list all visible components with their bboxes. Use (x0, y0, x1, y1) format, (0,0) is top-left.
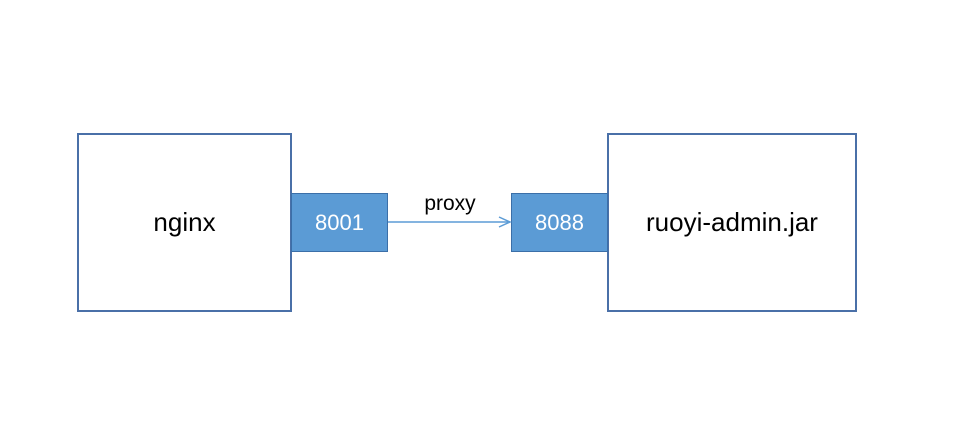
nginx-node: nginx (77, 133, 292, 312)
ruoyi-admin-label: ruoyi-admin.jar (646, 207, 818, 237)
nginx-label: nginx (153, 207, 216, 237)
proxy-arrow-head (498, 216, 512, 228)
source-port-label: 8001 (315, 209, 364, 235)
proxy-edge-label: proxy (424, 192, 476, 215)
source-port: 8001 (291, 193, 388, 252)
target-port: 8088 (511, 193, 608, 252)
target-port-label: 8088 (535, 209, 584, 235)
ruoyi-admin-node: ruoyi-admin.jar (607, 133, 857, 312)
